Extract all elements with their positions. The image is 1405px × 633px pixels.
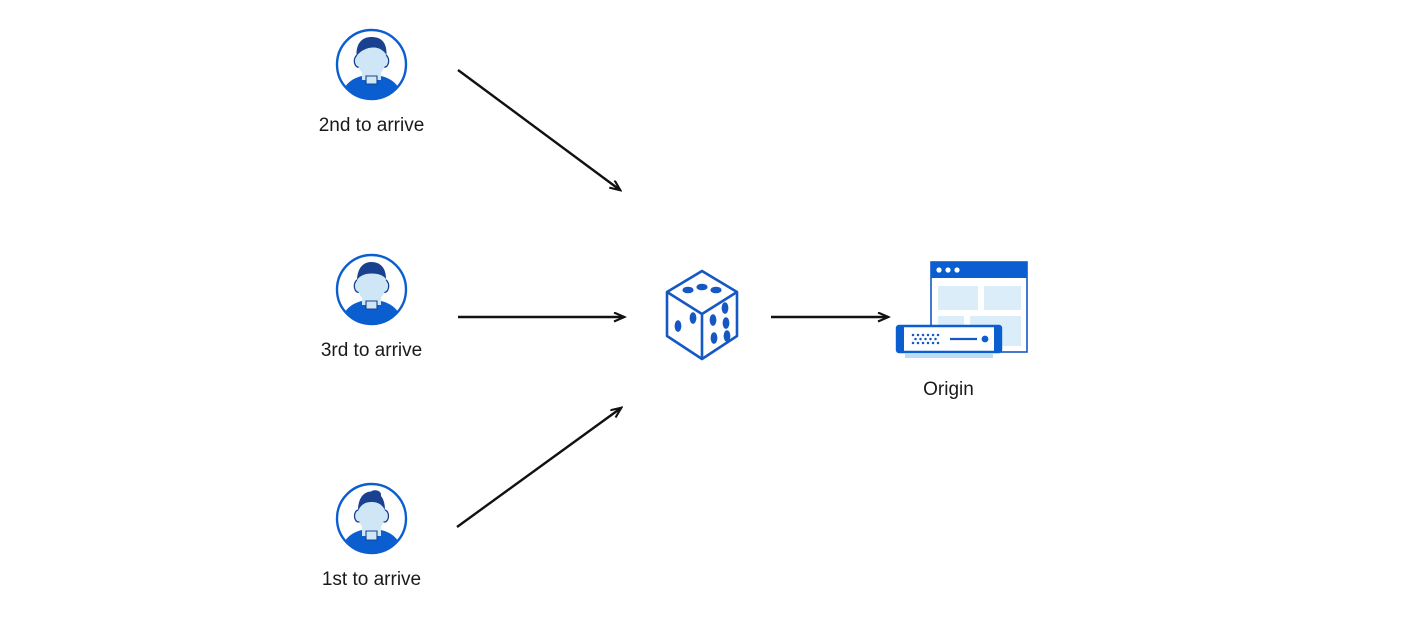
origin-server-icon bbox=[893, 258, 1038, 368]
user-avatar-icon bbox=[335, 482, 408, 555]
origin-node: Origin bbox=[893, 258, 1038, 403]
client-top-label: 2nd to arrive bbox=[318, 115, 425, 136]
dice-left-pips bbox=[674, 312, 697, 332]
random-selector-node bbox=[663, 268, 741, 363]
arrow-client-bottom-to-dice bbox=[456, 408, 621, 528]
client-bottom-label: 1st to arrive bbox=[321, 569, 422, 590]
dice-icon bbox=[663, 268, 741, 363]
dice-right-pips bbox=[709, 302, 731, 344]
client-node-top: 2nd to arrive bbox=[319, 28, 424, 135]
origin-label: Origin bbox=[923, 379, 974, 400]
client-node-middle: 3rd to arrive bbox=[321, 253, 422, 360]
client-middle-label: 3rd to arrive bbox=[320, 340, 423, 361]
user-avatar-icon bbox=[335, 253, 408, 326]
user-avatar-icon bbox=[335, 28, 408, 101]
server-appliance-icon bbox=[895, 324, 1003, 358]
client-node-bottom: 1st to arrive bbox=[322, 482, 421, 589]
dice-top-pips bbox=[682, 283, 722, 294]
